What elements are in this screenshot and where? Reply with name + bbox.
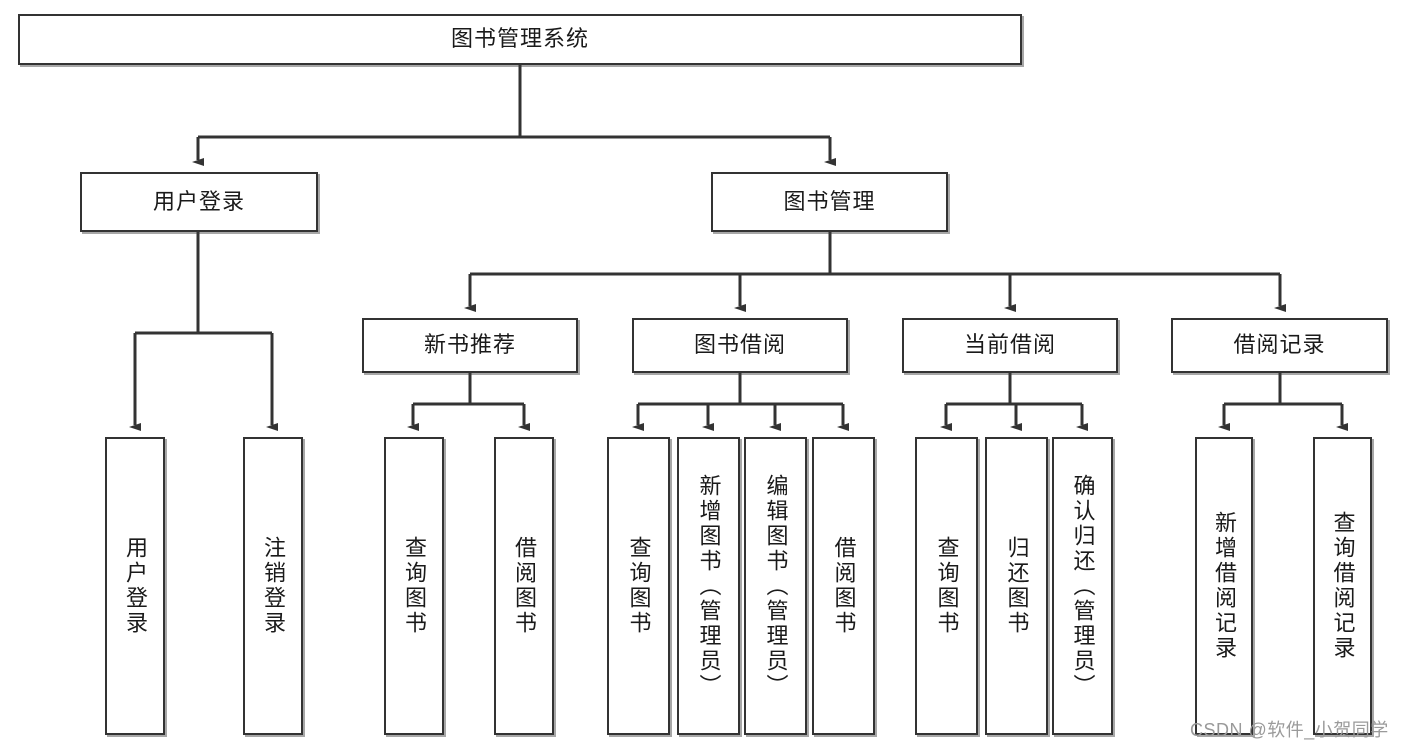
node-new-book-recommend[interactable]: 新书推荐 xyxy=(362,318,578,373)
node-leaf-edit-book-label: 编辑图书（管理员） xyxy=(763,473,789,699)
node-leaf-query-book-2-label: 查询图书 xyxy=(626,536,652,636)
node-book-management[interactable]: 图书管理 xyxy=(711,172,948,232)
node-current-borrow-label: 当前借阅 xyxy=(963,332,1056,358)
node-leaf-return-book[interactable]: 归还图书 xyxy=(985,437,1048,735)
node-book-borrow-label: 图书借阅 xyxy=(693,332,786,358)
node-leaf-query-book-3[interactable]: 查询图书 xyxy=(915,437,978,735)
node-borrow-record-label: 借阅记录 xyxy=(1233,332,1326,358)
node-leaf-borrow-book-2-label: 借阅图书 xyxy=(831,536,857,636)
node-leaf-edit-book[interactable]: 编辑图书（管理员） xyxy=(744,437,807,735)
node-leaf-query-record-label: 查询借阅记录 xyxy=(1330,511,1356,661)
node-book-management-label: 图书管理 xyxy=(783,188,876,214)
node-leaf-user-login[interactable]: 用户登录 xyxy=(105,437,165,735)
node-book-borrow[interactable]: 图书借阅 xyxy=(632,318,848,373)
node-leaf-query-book-1-label: 查询图书 xyxy=(402,536,427,636)
node-leaf-confirm-return[interactable]: 确认归还（管理员） xyxy=(1052,437,1113,735)
node-leaf-borrow-book-2[interactable]: 借阅图书 xyxy=(812,437,875,735)
node-leaf-user-login-label: 用户登录 xyxy=(123,536,148,636)
node-new-book-recommend-label: 新书推荐 xyxy=(423,332,516,358)
node-leaf-logout-login-label: 注销登录 xyxy=(261,536,286,636)
node-leaf-add-book-label: 新增图书（管理员） xyxy=(696,473,722,699)
node-root[interactable]: 图书管理系统 xyxy=(18,14,1022,65)
node-root-label: 图书管理系统 xyxy=(450,26,589,52)
node-leaf-query-book-1[interactable]: 查询图书 xyxy=(384,437,444,735)
node-leaf-logout-login[interactable]: 注销登录 xyxy=(243,437,303,735)
node-user-login-label: 用户登录 xyxy=(152,188,245,214)
node-leaf-add-record-label: 新增借阅记录 xyxy=(1212,511,1237,661)
node-user-login[interactable]: 用户登录 xyxy=(80,172,318,232)
node-leaf-query-book-2[interactable]: 查询图书 xyxy=(607,437,670,735)
node-current-borrow[interactable]: 当前借阅 xyxy=(902,318,1118,373)
node-leaf-return-book-label: 归还图书 xyxy=(1004,536,1030,636)
node-leaf-query-record[interactable]: 查询借阅记录 xyxy=(1313,437,1372,735)
csdn-watermark: CSDN @软件_小贺同学 xyxy=(1190,720,1389,740)
node-leaf-add-record[interactable]: 新增借阅记录 xyxy=(1195,437,1253,735)
node-leaf-add-book[interactable]: 新增图书（管理员） xyxy=(677,437,740,735)
node-leaf-query-book-3-label: 查询图书 xyxy=(934,536,960,636)
node-leaf-confirm-return-label: 确认归还（管理员） xyxy=(1070,473,1096,699)
node-leaf-borrow-book-1[interactable]: 借阅图书 xyxy=(494,437,554,735)
node-leaf-borrow-book-1-label: 借阅图书 xyxy=(512,536,537,636)
node-borrow-record[interactable]: 借阅记录 xyxy=(1171,318,1388,373)
